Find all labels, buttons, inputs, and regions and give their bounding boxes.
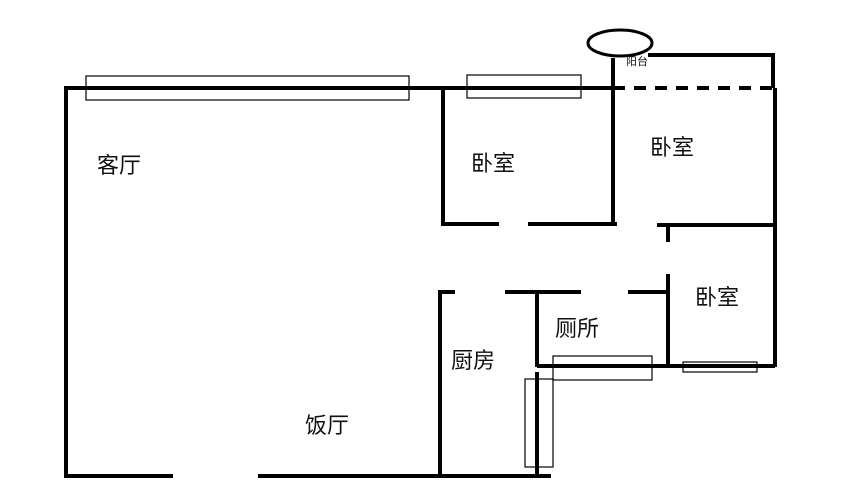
room-label-bedroom-1: 卧室 [471,152,515,177]
room-label-balcony: 阳台 [626,54,648,68]
room-label-kitchen: 厨房 [451,349,495,374]
bedroom1-wall [441,88,499,226]
room-label-bedroom-2: 卧室 [650,136,694,161]
bedroom1-window [466,74,582,99]
windows [85,74,758,468]
room-label-dining-room: 饭厅 [305,414,349,439]
outer-wall-left-top [64,86,613,478]
bedroom3-window [682,361,758,373]
room-label-toilet: 厕所 [555,317,599,342]
room-label-bedroom-3: 卧室 [695,286,739,311]
balcony-door-arc [586,28,654,58]
living-room-window [85,75,410,101]
kitchen-window [524,378,554,468]
balcony-wall [648,53,775,88]
toilet-window [552,355,653,381]
room-label-living-room: 客厅 [97,154,141,179]
walls [64,53,777,478]
